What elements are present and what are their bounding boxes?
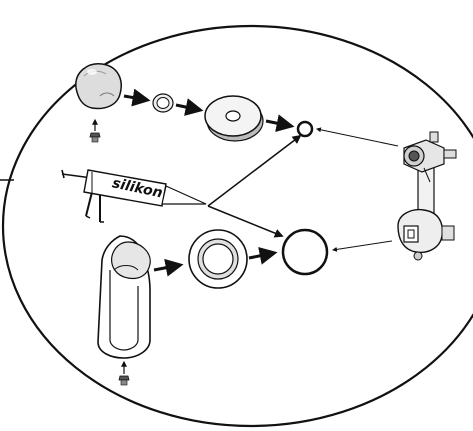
- arrow-ring-to-rosette: [176, 105, 200, 110]
- lever-screw: [119, 362, 129, 385]
- arrow-valve-top-to-small-seal: [317, 129, 398, 146]
- large-seal-target: [283, 230, 327, 274]
- arrow-rosette-to-small-circle: [266, 121, 291, 126]
- mixer-lever-handle: [98, 236, 150, 358]
- small-seal-target: [298, 122, 312, 136]
- thermostatic-valve-body: [398, 132, 456, 260]
- arrow-rosette-to-large-seal: [249, 253, 274, 258]
- lower-rosette: [189, 230, 247, 288]
- small-washer-ring: [153, 94, 173, 112]
- arrow-lever-to-rosette: [154, 265, 180, 270]
- caulk-gun: silikon: [62, 170, 206, 222]
- arrow-knob-to-ring: [124, 96, 147, 100]
- arrow-valve-bottom-to-large-seal: [333, 241, 392, 250]
- knob-screw: [90, 120, 100, 142]
- handle-knob: [76, 64, 121, 109]
- arrow-caulk-to-small-seal: [208, 136, 300, 206]
- rosette-disc: [205, 96, 263, 141]
